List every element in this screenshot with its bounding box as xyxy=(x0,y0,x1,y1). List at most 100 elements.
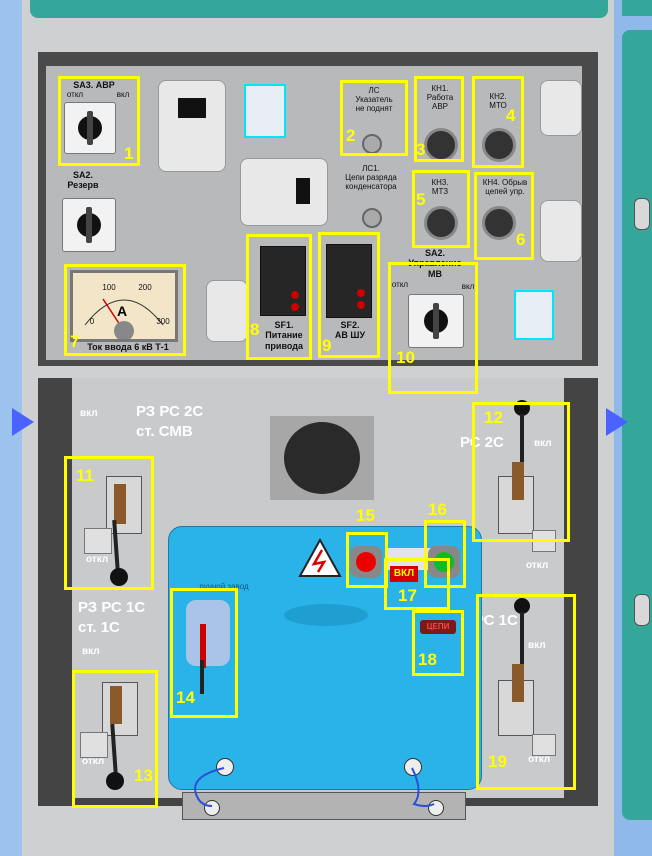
blank-panel-block xyxy=(158,80,226,172)
marker-box-15 xyxy=(346,532,388,588)
knob-handle xyxy=(87,111,93,145)
breaker-indicator-icon xyxy=(291,291,299,299)
disconnector-blade-icon xyxy=(114,484,126,524)
rz-1c-off-label: откл xyxy=(82,756,105,767)
kn4-lamp[interactable] xyxy=(482,206,516,240)
marker-box-9 xyxy=(318,232,380,358)
marker-number-18: 18 xyxy=(418,650,437,669)
rs-2c-on-label: вкл xyxy=(534,438,552,449)
sf2-title: SF2. АВ ШУ xyxy=(334,320,366,341)
high-voltage-warning-icon xyxy=(298,538,342,577)
right-top-teal-panel xyxy=(622,0,652,16)
drive-oval xyxy=(284,604,368,626)
manual-winding-window xyxy=(186,600,230,666)
disconnector-blade-icon xyxy=(512,462,524,500)
marker-number-8: 8 xyxy=(250,320,260,339)
manual-winding-handle[interactable] xyxy=(200,624,206,668)
sa3-avr-switch[interactable] xyxy=(64,102,116,154)
kn4-title: КН4. Обрыв цепей упр. xyxy=(482,178,528,197)
kn1-lamp[interactable] xyxy=(424,128,458,162)
sa3-on-label: вкл xyxy=(116,90,130,99)
sa2-reserve-title: SA2. Резерв xyxy=(67,170,99,191)
knob-handle xyxy=(433,303,439,339)
sa2-mv-switch[interactable] xyxy=(408,294,464,348)
trip-button[interactable] xyxy=(350,546,382,578)
marker-box-11 xyxy=(64,456,154,590)
relay-indicator-icon[interactable] xyxy=(514,290,554,340)
marker-number-15: 15 xyxy=(356,506,375,525)
ammeter-scale-200: 200 xyxy=(138,283,152,292)
rs-1c-on-label: вкл xyxy=(528,640,546,651)
relay-indicator-icon[interactable] xyxy=(244,84,286,138)
rs-2c-disconnector[interactable] xyxy=(498,476,534,534)
device-plate-icon xyxy=(178,98,206,118)
marker-number-10: 10 xyxy=(396,348,415,367)
latch-icon xyxy=(634,594,650,626)
status-on-badge: ВКЛ xyxy=(390,566,418,582)
kn3-title: КН3. МТЗ xyxy=(431,178,449,197)
rz-2c-on-label: вкл xyxy=(80,408,98,419)
ammeter-scale-0: 0 xyxy=(89,317,95,326)
top-teal-panel xyxy=(30,0,608,18)
marker-number-1: 1 xyxy=(124,144,134,163)
kn3-lamp[interactable] xyxy=(424,206,458,240)
rz-1c-title: РЗ РС 1С ст. 1С xyxy=(78,599,146,636)
rs-1c-off-label: откл xyxy=(528,754,551,765)
marker-number-7: 7 xyxy=(70,332,80,351)
sf1-breaker[interactable] xyxy=(260,246,306,316)
breaker-indicator-icon xyxy=(357,301,365,309)
rs-2c-off-label: откл xyxy=(526,560,549,571)
marker-box-18 xyxy=(412,610,464,676)
marker-number-9: 9 xyxy=(322,336,332,355)
sa2-mv-on-label: вкл xyxy=(461,282,475,291)
device-plate-icon xyxy=(296,178,310,204)
marker-box-1 xyxy=(58,76,140,166)
marker-number-19: 19 xyxy=(488,752,507,771)
marker-box-16 xyxy=(424,520,466,588)
nav-left-arrow-icon[interactable] xyxy=(12,408,34,436)
sf1-title: SF1. Питание привода xyxy=(265,320,303,351)
marker-box-5 xyxy=(412,170,470,248)
disconnector-handle-knob[interactable] xyxy=(110,568,128,586)
nav-right-arrow-icon[interactable] xyxy=(606,408,628,436)
wires-icon xyxy=(194,767,435,807)
drive-label: ручной завод xyxy=(199,582,249,591)
blank-panel-block xyxy=(540,80,582,136)
sa2-reserve-switch[interactable] xyxy=(62,198,116,252)
red-button-icon xyxy=(356,552,376,572)
sa2-mv-off-label: откл xyxy=(391,280,409,289)
disconnector-handle-knob[interactable] xyxy=(106,772,124,790)
screw-icon xyxy=(404,758,422,776)
marker-number-6: 6 xyxy=(516,230,526,249)
sa3-title: SA3. АВР xyxy=(73,80,115,90)
marker-number-14: 14 xyxy=(176,688,195,707)
rs-1c-handle[interactable] xyxy=(520,612,524,682)
blank-panel-block xyxy=(540,200,582,262)
rs-2c-handle[interactable] xyxy=(520,414,524,484)
disconnector-base xyxy=(532,734,556,756)
ls-title: ЛС Указатель не поднят xyxy=(355,86,393,114)
blank-panel-block xyxy=(206,280,248,342)
rz-2c-off-label: откл xyxy=(86,554,109,565)
latch-icon xyxy=(634,198,650,230)
marker-box-4 xyxy=(472,76,524,168)
kn2-lamp[interactable] xyxy=(482,128,516,162)
screw-icon xyxy=(204,800,220,816)
ammeter-caption: Ток ввода 6 кВ Т-1 xyxy=(87,342,169,352)
marker-box-19 xyxy=(476,594,576,790)
sf2-breaker[interactable] xyxy=(326,244,372,318)
marker-box-2 xyxy=(340,80,408,156)
ls1-title: ЛС1. Цепи разряда конденсатора xyxy=(345,164,397,192)
ammeter-scale-300: 300 xyxy=(156,317,170,326)
kn2-title: КН2. МТО xyxy=(489,92,507,111)
marker-box-7 xyxy=(64,264,186,356)
rs-1c-title: РС 1С xyxy=(474,612,518,629)
rs-1c-handle-knob[interactable] xyxy=(514,598,530,614)
marker-box-12 xyxy=(472,402,570,542)
breaker-indicator-icon xyxy=(357,289,365,297)
screw-icon xyxy=(216,758,234,776)
rz-1c-on-label: вкл xyxy=(82,646,100,657)
ammeter: 0 100 200 300 A xyxy=(70,270,178,342)
disconnector-base xyxy=(84,528,112,554)
disconnector-base xyxy=(80,732,108,758)
